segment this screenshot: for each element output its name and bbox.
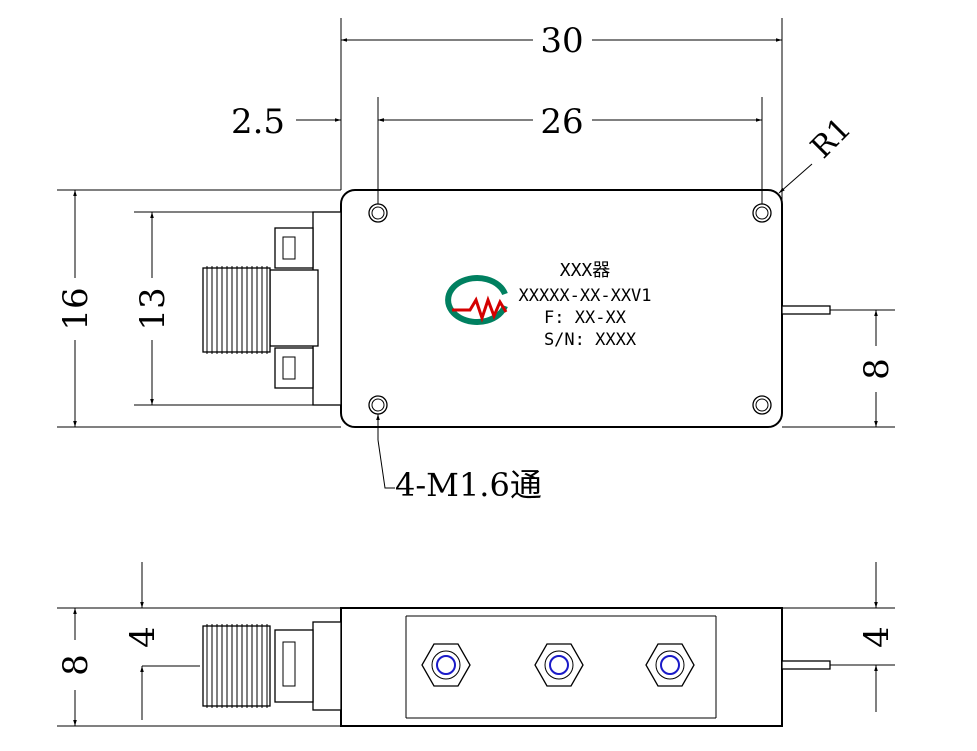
label-freq: F: XX-XX (544, 308, 627, 328)
svg-text:16: 16 (56, 287, 96, 330)
dim-side-connector-4: 4 (123, 562, 200, 720)
svg-text:30: 30 (540, 21, 583, 61)
dim-mount-holes: 4-M1.6通 (376, 414, 542, 504)
label-serial: S/N: XXXX (544, 330, 637, 350)
connector-top (202, 211, 342, 406)
label-model: XXXXX-XX-XXV1 (518, 286, 651, 306)
side-pin (781, 660, 831, 670)
dim-height-16: 16 (56, 189, 341, 428)
svg-text:R1: R1 (804, 111, 858, 165)
svg-text:4-M1.6通: 4-M1.6通 (395, 466, 542, 504)
dim-corner-radius: R1 (778, 111, 858, 194)
dim-offset-2-5: 2.5 (231, 102, 416, 142)
output-pin (781, 305, 831, 315)
tuning-screws (421, 643, 695, 687)
svg-text:8: 8 (56, 654, 96, 676)
logo (445, 275, 508, 325)
dim-connector-13: 13 (133, 211, 313, 406)
dim-side-height-8: 8 (56, 607, 341, 727)
connector-side (202, 621, 342, 711)
dim-width-30: 30 (340, 18, 783, 200)
mounting-holes (368, 203, 772, 415)
svg-text:26: 26 (540, 102, 583, 142)
svg-text:2.5: 2.5 (231, 102, 285, 142)
side-thread-lines (206, 624, 268, 708)
dim-side-pin-4: 4 (782, 562, 897, 712)
dim-pin-8: 8 (782, 309, 897, 428)
svg-text:8: 8 (857, 358, 897, 380)
thread-lines (206, 266, 268, 354)
side-view: 8 4 4 (56, 562, 897, 727)
svg-text:4: 4 (123, 626, 163, 648)
svg-text:13: 13 (133, 287, 173, 330)
dim-hole-spacing-26: 26 (377, 97, 763, 204)
svg-text:4: 4 (857, 626, 897, 648)
label-title: XXX器 (560, 260, 611, 281)
top-view: XXX器 XXXXX-XX-XXV1 F: XX-XX S/N: XXXX 30… (56, 18, 897, 504)
